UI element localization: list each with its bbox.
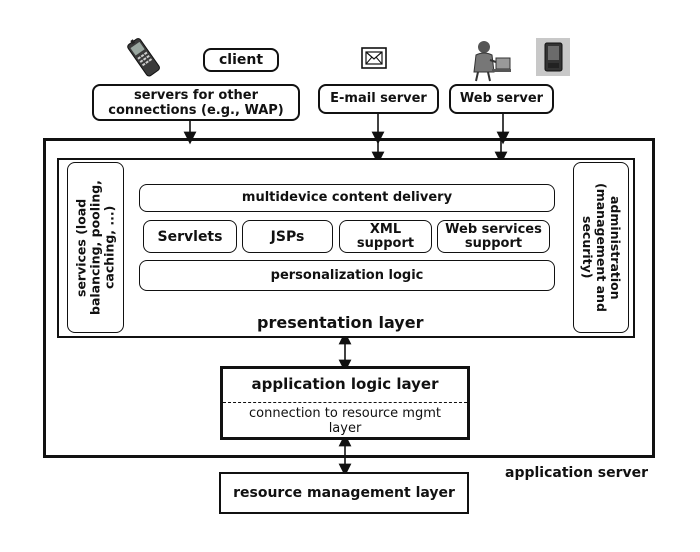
resource-management-label: resource management layer [233, 485, 455, 501]
web-services-label: Web services support [445, 221, 542, 251]
xml-label: XML support [356, 221, 415, 251]
web-server-box: Web server [449, 84, 554, 114]
servers-other-label: servers for other connections (e.g., WAP… [108, 87, 284, 118]
web-server-label: Web server [459, 91, 544, 106]
multidevice-label: multidevice content delivery [241, 190, 453, 205]
services-label: services (load balancing, pooling, cachi… [73, 180, 117, 315]
handheld-device-icon [536, 38, 570, 76]
services-box: services (load balancing, pooling, cachi… [67, 162, 124, 333]
connection-label: connection to resource mgmt layer [249, 406, 441, 436]
application-logic-title: application logic layer [251, 375, 439, 393]
resource-management-box: resource management layer [219, 472, 469, 514]
personalization-label: personalization logic [270, 267, 424, 283]
xml-box: XML support [339, 220, 432, 253]
multidevice-box: multidevice content delivery [139, 184, 555, 212]
administration-box: administration (management and security) [573, 162, 629, 333]
servers-other-box: servers for other connections (e.g., WAP… [92, 84, 300, 121]
envelope-icon [361, 47, 387, 69]
servlets-box: Servlets [143, 220, 237, 253]
application-logic-divider [223, 402, 467, 403]
cell-phone-icon [122, 36, 166, 78]
email-server-box: E-mail server [318, 84, 439, 114]
application-server-box [43, 138, 655, 458]
application-server-label: application server [505, 465, 649, 481]
client-label: client [218, 52, 264, 68]
jsps-box: JSPs [242, 220, 333, 253]
email-server-label: E-mail server [330, 91, 427, 106]
personalization-box: personalization logic [139, 260, 555, 291]
servlets-label: Servlets [157, 228, 223, 245]
jsps-label: JSPs [270, 228, 305, 245]
administration-label: administration (management and security) [580, 183, 623, 312]
application-logic-box: application logic layer connection to re… [220, 366, 470, 440]
client-box: client [203, 48, 279, 72]
person-at-computer-icon [468, 38, 512, 82]
web-services-box: Web services support [437, 220, 550, 253]
presentation-layer-title: presentation layer [257, 313, 424, 332]
